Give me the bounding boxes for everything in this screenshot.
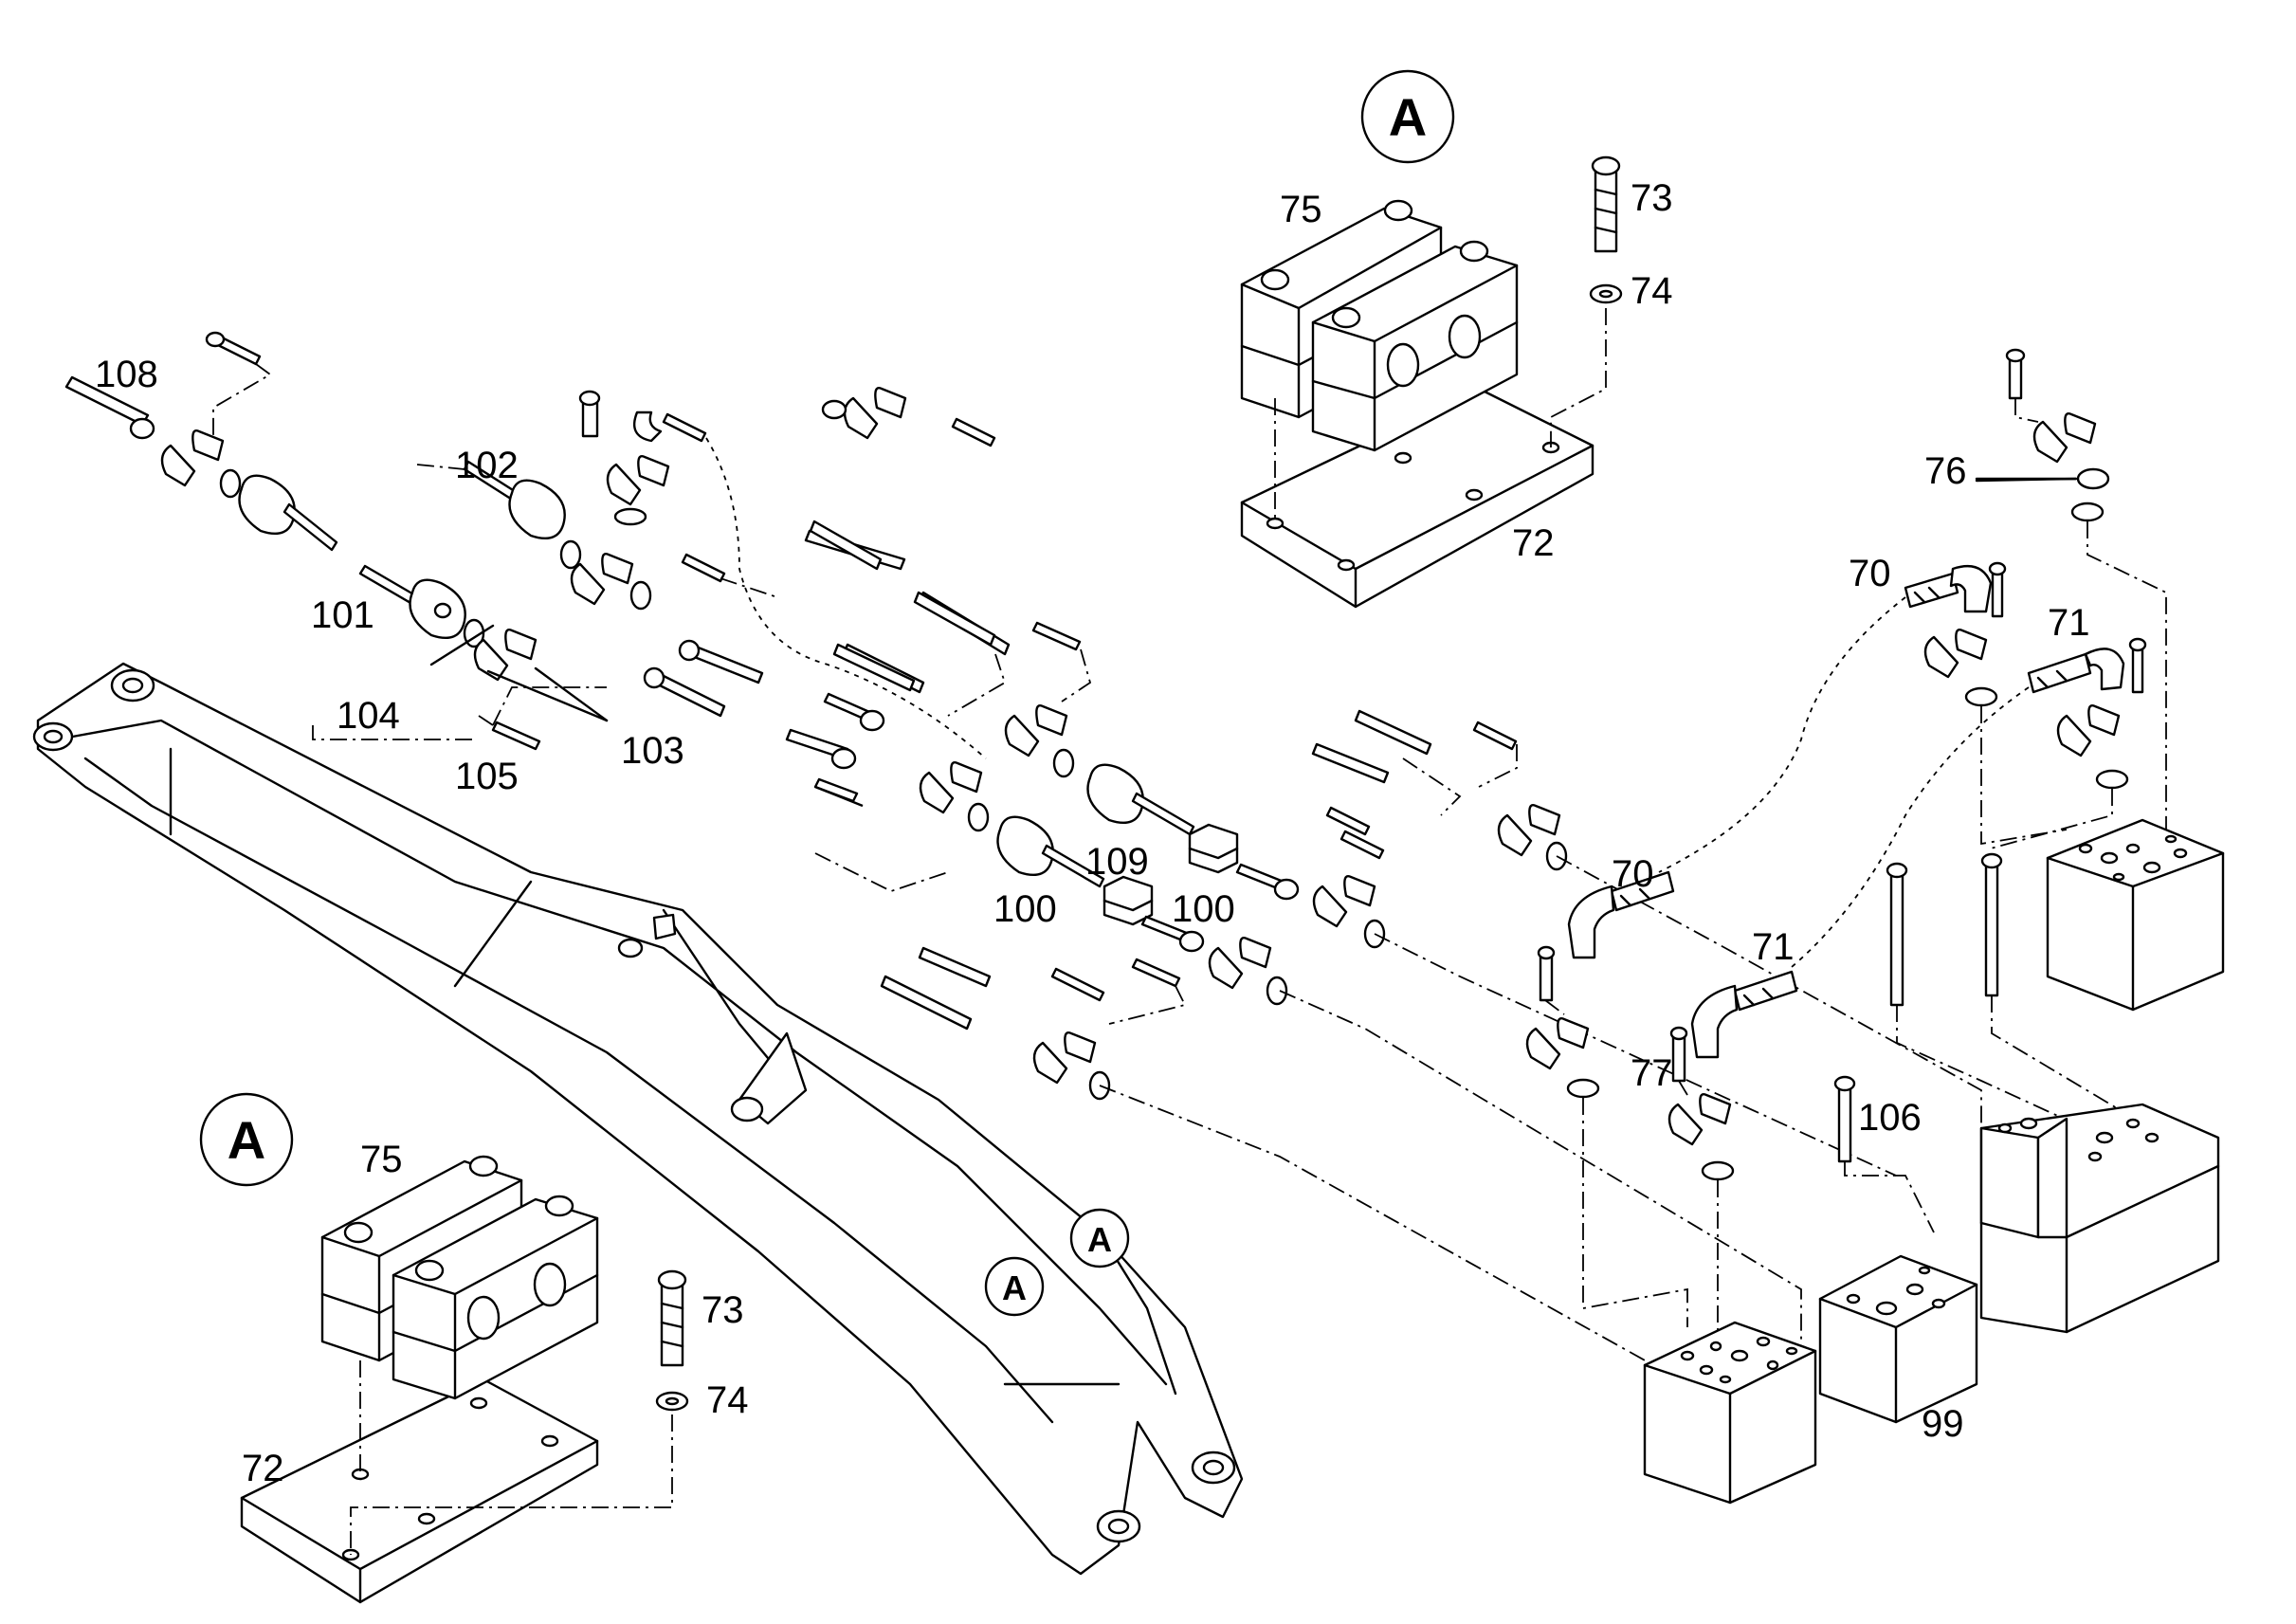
detail-a-top: A <box>1240 69 1623 609</box>
callout-99: 99 <box>1922 1403 1964 1445</box>
detail-mark-label: A <box>1087 1220 1112 1259</box>
callout-76: 76 <box>1924 450 1967 492</box>
callout-71: 71 <box>2048 602 2090 644</box>
callout-104: 104 <box>337 695 400 737</box>
flange-fittings-left <box>64 331 1982 1385</box>
callout-75: 75 <box>360 1139 403 1180</box>
callout-73: 73 <box>702 1289 744 1331</box>
part-callouts: 75 73 74 72 76 70 71 70 71 77 106 99 109… <box>95 177 2090 1489</box>
detail-a-label: A <box>1389 87 1427 147</box>
boom-detail-marks: A A <box>984 1208 1130 1317</box>
callout-72: 72 <box>242 1448 284 1489</box>
callout-70: 70 <box>1612 853 1654 895</box>
callout-108: 108 <box>95 354 158 395</box>
detail-mark-label: A <box>1002 1268 1027 1307</box>
callout-73: 73 <box>1631 177 1673 219</box>
boom-arm <box>32 662 1244 1576</box>
callout-71: 71 <box>1752 926 1795 968</box>
callout-70: 70 <box>1849 553 1891 594</box>
detail-a-bottom: A <box>199 1092 689 1604</box>
callout-100: 100 <box>993 888 1057 930</box>
callout-77: 77 <box>1631 1052 1673 1094</box>
callout-100: 100 <box>1172 888 1235 930</box>
callout-72: 72 <box>1512 522 1555 564</box>
detail-a-label: A <box>228 1110 265 1170</box>
callout-75: 75 <box>1280 189 1322 230</box>
callout-102: 102 <box>455 445 519 486</box>
callout-106: 106 <box>1858 1097 1922 1139</box>
callout-103: 103 <box>621 730 684 772</box>
callout-105: 105 <box>455 756 519 797</box>
callout-101: 101 <box>311 594 374 636</box>
leader-lines <box>429 477 2078 722</box>
callout-109: 109 <box>1085 841 1149 883</box>
callout-74: 74 <box>1631 270 1673 312</box>
callout-74: 74 <box>706 1379 749 1421</box>
valve-blocks <box>1643 818 2225 1505</box>
